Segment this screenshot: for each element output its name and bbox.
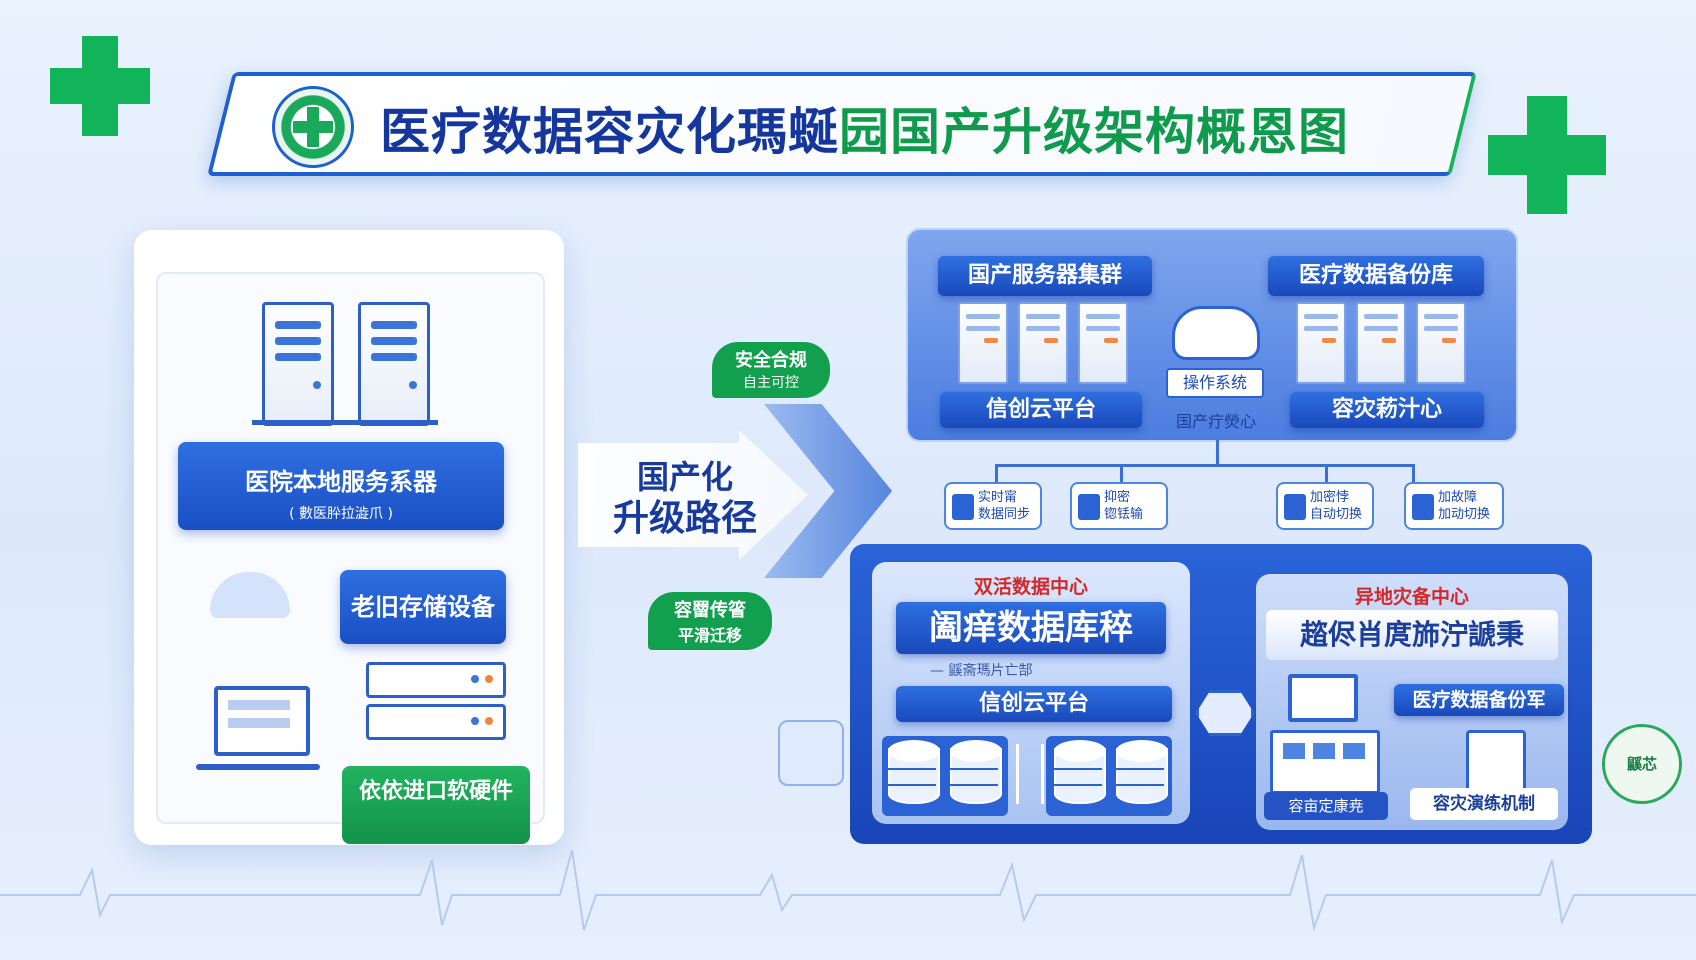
corner-badge: 鼷芯 xyxy=(1602,724,1682,804)
os-label: 操作系统 xyxy=(1166,368,1264,398)
connector-drop-1 xyxy=(995,464,998,484)
domestic-db-title: 阖痒数据库稡 xyxy=(896,602,1166,654)
imported-software-box: 依依进口软硬件 xyxy=(342,766,530,844)
old-storage-box: 老旧存储设备 xyxy=(340,570,506,644)
building-icon xyxy=(1270,730,1380,794)
link-node-realtime-sync: 实时甯数据同步 xyxy=(944,482,1042,530)
migration-bubble: 容罶传箵 平滑迁移 xyxy=(648,592,772,650)
shield-box-icon xyxy=(1466,730,1526,792)
storage-unit-icon-2 xyxy=(366,704,506,740)
local-server-box: 医院本地服务系器 ( 數医肸拉澁爪 ) xyxy=(178,442,504,530)
mini-server-icon-3 xyxy=(1078,302,1128,384)
server-tower-icon-2 xyxy=(358,302,430,426)
laptop-base xyxy=(196,764,320,770)
link-node-failover: 加故障加动切换 xyxy=(1404,482,1504,530)
active-active-header: 双活数据中心 xyxy=(973,576,1088,598)
remote-dr-title: 趦侭肖庹斾泞謕秉 xyxy=(1266,610,1558,660)
database-icon-3 xyxy=(1054,740,1106,806)
security-bubble: 安全合规 自主可控 xyxy=(712,342,830,398)
dragon-emblem-icon xyxy=(778,720,844,786)
center-label: 国产疔熒心 xyxy=(1175,412,1256,431)
dr-center-top: 容灾菞汁心 xyxy=(1290,392,1484,428)
remote-backup-label: 医疗数据备份军 xyxy=(1394,684,1564,716)
laptop-icon xyxy=(214,686,310,756)
db-subtitle: — 鼷斋瑪片亡郜 xyxy=(930,663,1033,679)
connector-drop-4 xyxy=(1412,464,1415,484)
monitor-icon xyxy=(1288,674,1358,722)
page-title: 医疗数据容灾化瑪蜒园国产升级架构概恩图 xyxy=(380,103,1349,161)
heartbeat-line xyxy=(0,849,1696,932)
link-node-auto-switch: 加密悖自动切换 xyxy=(1276,482,1374,530)
cloud-icon xyxy=(1172,306,1260,360)
cluster-label: 国产服务器集群 xyxy=(938,256,1152,296)
mini-server-icon-1 xyxy=(958,302,1008,384)
server-tower-icon xyxy=(262,302,334,426)
xinchuang-cloud-top: 信创云平台 xyxy=(940,392,1142,428)
storage-unit-icon xyxy=(366,662,506,698)
mini-server-icon-6 xyxy=(1416,302,1466,384)
xinchuang-cloud-bottom: 信创云平台 xyxy=(896,686,1172,722)
mini-server-icon-5 xyxy=(1356,302,1406,384)
database-icon-4 xyxy=(1116,740,1168,806)
connector-bus xyxy=(995,464,1415,467)
local-hospital-panel xyxy=(134,230,564,845)
backup-label: 医疗数据备份库 xyxy=(1268,256,1484,296)
mini-server-icon-2 xyxy=(1018,302,1068,384)
connector-trunk xyxy=(1216,440,1219,466)
dr-drill-caption: 容灾演练机制 xyxy=(1410,788,1558,820)
server-base xyxy=(252,420,438,425)
database-icon-1 xyxy=(888,740,940,806)
medical-cross-logo-icon xyxy=(272,86,354,168)
connector-drop-2 xyxy=(1120,464,1123,484)
remote-dr-header: 异地灾备中心 xyxy=(1354,586,1469,608)
top-right-cross-icon-h xyxy=(1488,135,1606,175)
dr-left-caption: 容亩定康尭 xyxy=(1264,792,1388,820)
link-node-encrypted-transfer: 抑密锪铥输 xyxy=(1070,482,1168,530)
mini-server-icon-4 xyxy=(1296,302,1346,384)
top-left-cross-icon-h xyxy=(50,68,150,104)
sync-arrows-icon xyxy=(1016,744,1044,804)
connector-drop-3 xyxy=(1325,464,1328,484)
upgrade-path-label: 国产化 升级路径 xyxy=(612,458,757,539)
database-icon-2 xyxy=(950,740,1002,806)
